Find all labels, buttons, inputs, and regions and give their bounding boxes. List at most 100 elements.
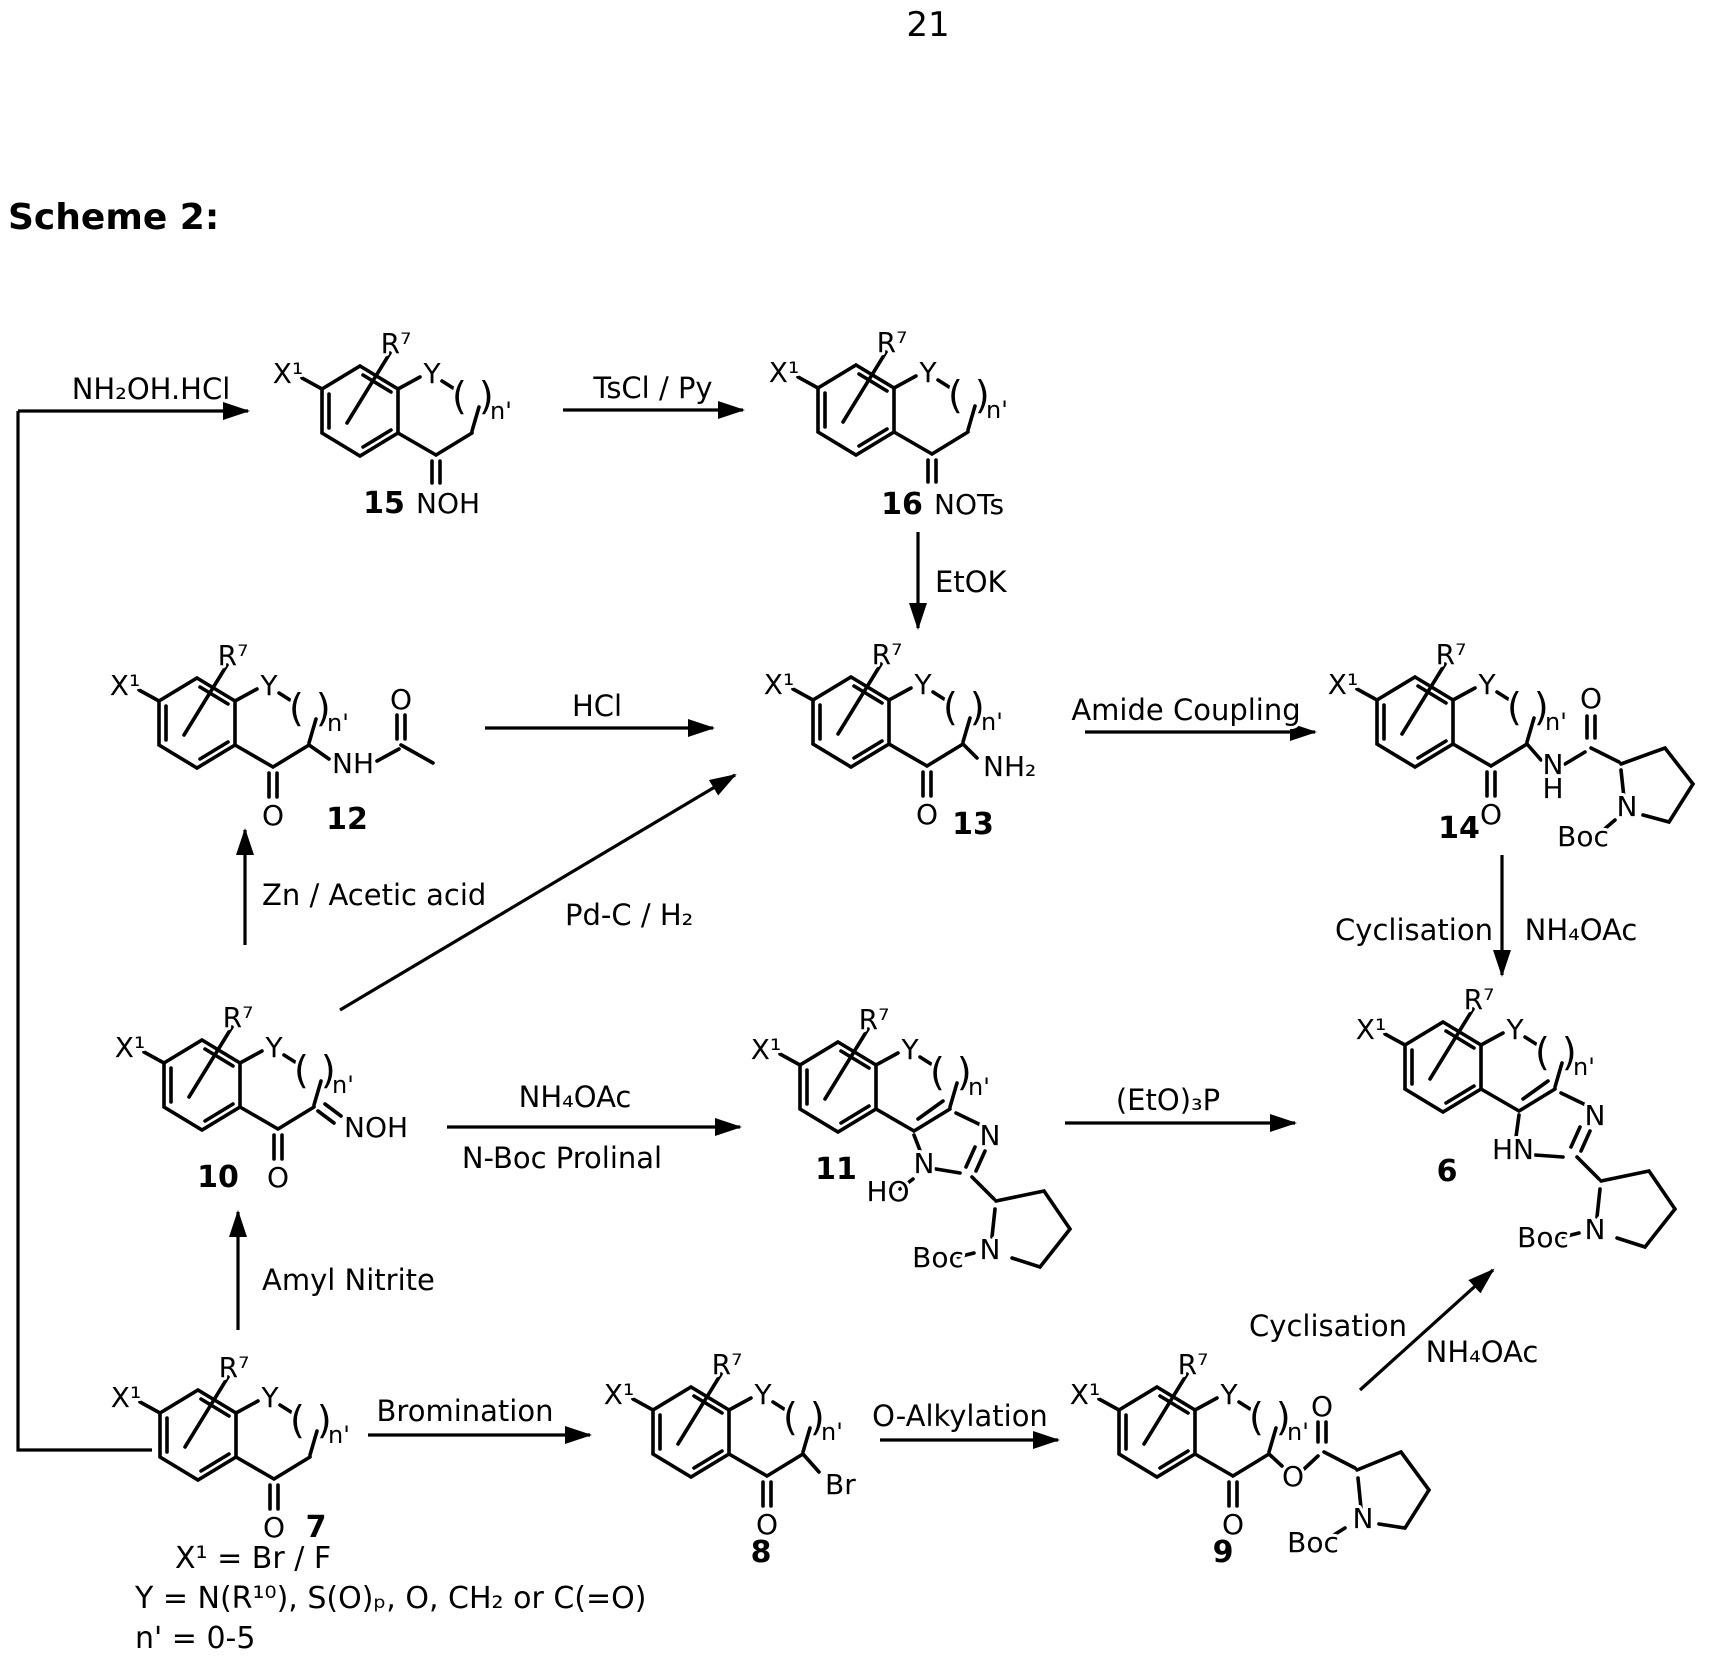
amide-o-label: O	[1580, 682, 1602, 715]
condition-tscl-py: TsCl / Py	[592, 371, 712, 405]
legend-n: n' = 0-5	[135, 1621, 255, 1656]
r7-label: R⁷	[218, 639, 249, 672]
ketone-o-label: O	[262, 799, 284, 832]
amide-n-label: N	[1543, 748, 1564, 781]
r7-label: R⁷	[712, 1348, 743, 1381]
y-label: Y	[918, 356, 937, 389]
arrow-9-to-6	[1358, 1268, 1495, 1392]
br-label: Br	[825, 1468, 856, 1501]
r7-label: R⁷	[381, 327, 412, 360]
n-prime-label: n'	[1287, 1418, 1309, 1446]
compound-number: 8	[751, 1535, 772, 1570]
imidazole-n1-label: N	[914, 1147, 935, 1180]
condition-nh4oac-9: NH₄OAc	[1426, 1335, 1539, 1369]
scheme-title: Scheme 2:	[8, 197, 219, 238]
condition-zn-acetic: Zn / Acetic acid	[262, 878, 486, 912]
ester-o-label: O	[1282, 1460, 1304, 1493]
y-label: Y	[260, 1381, 279, 1414]
boc-label: Boc	[1517, 1221, 1569, 1254]
ring-bracket: ( )	[294, 1048, 336, 1092]
n-prime-label: n'	[986, 396, 1008, 424]
x1-label: X¹	[751, 1033, 781, 1066]
proline-ester-bonds	[1267, 1420, 1432, 1540]
r7-label: R⁷	[859, 1003, 890, 1036]
amide-h-label: H	[1542, 772, 1563, 805]
oxime-label: NOH	[344, 1111, 408, 1144]
ring-bracket: ( )	[783, 1395, 825, 1439]
condition-nh4oac-14: NH₄OAc	[1525, 913, 1638, 947]
legend-x1: X¹ = Br / F	[175, 1541, 331, 1576]
condition-o-alkylation: O-Alkylation	[872, 1399, 1048, 1433]
ketone-o-label: O	[1480, 798, 1502, 831]
y-label: Y	[422, 357, 441, 390]
x1-label: X¹	[115, 1031, 145, 1064]
x1-label: X¹	[764, 668, 794, 701]
oxime-double-bond	[430, 459, 442, 485]
structure-7: X¹ R⁷ Y ( ) n' O 7	[108, 1348, 353, 1548]
ketone-o-label: O	[263, 1511, 285, 1544]
structure-11: X¹ R⁷ Y ( ) n' N HO N N Boc 11	[748, 1000, 1072, 1277]
r7-label: R⁷	[1436, 638, 1467, 671]
r7-label: R⁷	[219, 1351, 250, 1384]
x1-label: X¹	[604, 1378, 634, 1411]
x1-label: X¹	[111, 1381, 141, 1414]
ring-bracket: ( )	[289, 686, 331, 730]
n-prime-label: n'	[332, 1071, 354, 1099]
ketone-double-bond	[1227, 1480, 1239, 1508]
carbonyl-o-label: O	[1311, 1390, 1333, 1423]
legend-y: Y = N(R¹⁰), S(O)ₚ, O, CH₂ or C(=O)	[134, 1581, 646, 1616]
n1-bonds	[898, 1133, 962, 1191]
structure-9: X¹ R⁷ Y ( ) n' O O O N Boc 9	[1067, 1345, 1432, 1573]
structure-12: X¹ R⁷ Y ( ) n' O NH O 12	[107, 636, 435, 840]
n-prime-label: n'	[1573, 1053, 1595, 1081]
compound-number: 15	[363, 486, 405, 521]
ring-bracket: ( )	[943, 685, 985, 729]
n-prime-label: n'	[1545, 708, 1567, 736]
amine-bond	[961, 742, 979, 760]
condition-cyclisation-9: Cyclisation	[1249, 1309, 1407, 1343]
n-prime-label: n'	[327, 709, 349, 737]
x1-label: X¹	[1328, 668, 1358, 701]
condition-amide-coupling: Amide Coupling	[1071, 693, 1300, 727]
condition-nh4oac: NH₄OAc	[519, 1080, 632, 1114]
page-number: 21	[906, 5, 949, 45]
imidazole-n3-label: N	[1585, 1099, 1606, 1132]
y-label: Y	[753, 1378, 772, 1411]
r7-label: R⁷	[1464, 983, 1495, 1016]
boc-label: Boc	[1557, 820, 1609, 853]
y-label: Y	[1219, 1378, 1238, 1411]
n-prime-label: n'	[328, 1421, 350, 1449]
amide-o-label: O	[390, 683, 412, 716]
oxime-double-bond	[316, 1102, 343, 1125]
condition-bromination: Bromination	[377, 1394, 554, 1428]
ketone-double-bond	[921, 770, 933, 798]
imidazole-n3-label: N	[980, 1119, 1001, 1152]
compound-number: 12	[326, 802, 368, 837]
ring-bracket: ( )	[1249, 1395, 1291, 1439]
oxime-label: NOTs	[934, 488, 1004, 521]
condition-hcl: HCl	[572, 689, 622, 723]
ketone-o-label: O	[916, 798, 938, 831]
condition-amyl-nitrite: Amyl Nitrite	[262, 1263, 435, 1297]
y-label: Y	[259, 669, 278, 702]
pyrrolidine-n-label: N	[1353, 1502, 1374, 1535]
condition-eto3p: (EtO)₃P	[1116, 1083, 1220, 1117]
hydroxy-label: HO	[866, 1175, 909, 1208]
ring-bracket: ( )	[290, 1398, 332, 1442]
condition-cyclisation-14: Cyclisation	[1335, 913, 1493, 947]
ring-bracket: ( )	[1507, 685, 1549, 729]
acetamido-bonds	[307, 713, 435, 765]
ring-bracket: ( )	[948, 373, 990, 417]
structure-13: X¹ R⁷ Y ( ) n' O NH₂ 13	[761, 635, 1039, 845]
nh-label: NH	[332, 747, 374, 780]
compound-number: 7	[306, 1510, 327, 1545]
nh2-label: NH₂	[983, 750, 1036, 783]
n1-bonds	[1514, 1113, 1565, 1159]
n-prime-label: n'	[981, 708, 1003, 736]
ketone-double-bond	[268, 1483, 280, 1511]
ring-bracket: ( )	[930, 1050, 972, 1094]
oxime-label: NOH	[416, 487, 480, 520]
r7-label: R⁷	[872, 638, 903, 671]
